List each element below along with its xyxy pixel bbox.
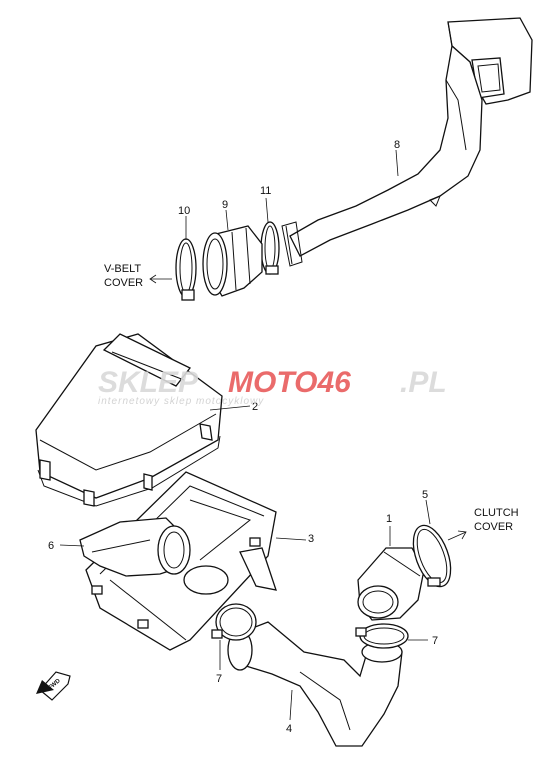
part-7-clamp-right <box>355 623 409 649</box>
part-10-clamp <box>175 238 197 301</box>
callout-10: 10 <box>178 205 190 217</box>
arrow-left-icon <box>149 274 172 284</box>
callout-4: 4 <box>286 723 292 735</box>
callout-5: 5 <box>422 489 428 501</box>
watermark-brand-right: MOTO46 <box>228 366 351 399</box>
part-8-intake-duct <box>281 17 533 267</box>
leader-lines <box>59 149 431 721</box>
part-11-clamp <box>260 221 280 275</box>
fwd-arrow-icon: FWD <box>36 671 71 701</box>
part-5-clamp <box>412 524 452 588</box>
callout-6: 6 <box>48 540 54 552</box>
watermark-tagline: internetowy sklep motocyklowy <box>98 396 264 407</box>
part-7-clamp-left <box>211 603 257 641</box>
clutch-cover-line1: CLUTCH <box>474 507 519 519</box>
callout-1: 1 <box>386 513 392 525</box>
watermark: SKLEP MOTO46 .PL internetowy sklep motoc… <box>98 366 447 407</box>
watermark-brand-suffix: .PL <box>400 366 447 399</box>
part-1-joint <box>357 547 425 621</box>
part-2-airbox-cover <box>35 333 223 507</box>
callout-9: 9 <box>222 199 228 211</box>
callout-3: 3 <box>308 533 314 545</box>
vbelt-cover-line1: V-BELT <box>104 263 141 275</box>
part-6-inlet-element <box>79 517 191 577</box>
clutch-cover-line2: COVER <box>474 521 513 533</box>
callout-8: 8 <box>394 139 400 151</box>
callout-7-right: 7 <box>432 635 438 647</box>
vbelt-cover-line2: COVER <box>104 277 143 289</box>
arrow-right-icon <box>447 530 467 541</box>
callout-11: 11 <box>260 185 271 197</box>
callout-7-left: 7 <box>216 673 222 685</box>
part-9-joint <box>202 225 263 297</box>
callout-2: 2 <box>252 401 258 413</box>
watermark-brand-left: SKLEP <box>98 366 199 399</box>
